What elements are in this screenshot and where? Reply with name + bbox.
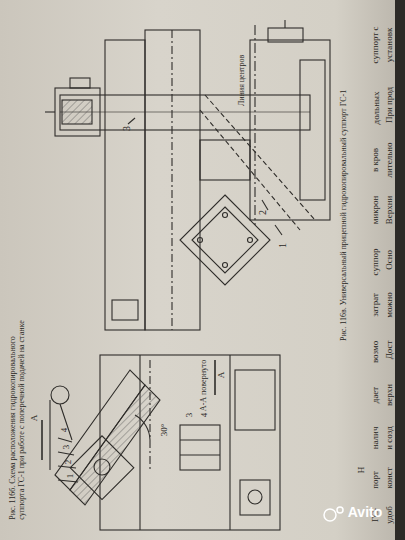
book-page — [0, 0, 395, 540]
drawing-rect — [105, 40, 145, 330]
drawing-rect — [62, 100, 92, 124]
drawing-line — [41, 420, 43, 460]
drawing-polygon — [180, 195, 270, 285]
page-text: дает — [371, 387, 381, 404]
drawing-line — [284, 20, 285, 28]
drawing-line — [275, 225, 282, 235]
drawing-line — [49, 400, 50, 470]
drawing-rect — [250, 40, 330, 220]
drawing-rect — [145, 30, 200, 330]
drawing-line — [171, 30, 172, 330]
page-text: налич — [371, 427, 381, 450]
drawing-line — [229, 355, 230, 530]
drawing-line — [214, 360, 216, 395]
drawing-circle — [223, 263, 228, 268]
page-text: конст — [385, 467, 395, 488]
drawing-line — [254, 25, 255, 225]
callout-number: 4 — [60, 428, 70, 433]
page-text: При прод — [385, 87, 395, 123]
drawing-line — [262, 200, 268, 210]
page-text: в кров — [371, 148, 381, 172]
drawing-rect — [300, 60, 325, 200]
drawing-rect — [60, 95, 310, 130]
page-text: можно — [385, 292, 395, 318]
drawing-rect — [112, 300, 138, 320]
page-text: микрон — [371, 196, 381, 225]
drawing-rect — [180, 425, 220, 470]
drawing-line — [60, 404, 72, 440]
page-text: удоб — [385, 506, 395, 524]
drawing-rect — [200, 140, 250, 180]
page-text: Верхни — [385, 196, 395, 225]
callout-number: 1 — [277, 243, 288, 248]
page-text: порт — [371, 471, 381, 489]
drawing-line — [139, 355, 140, 530]
drawing-rect — [70, 436, 134, 500]
drawing-circle — [248, 490, 262, 504]
page-text: лительно — [385, 142, 395, 177]
callout-number: 3 — [62, 445, 72, 450]
drawing-circle — [324, 509, 336, 521]
drawing-line — [45, 111, 55, 112]
section-label: А-А повернуто — [201, 359, 210, 410]
drawing-circle — [198, 238, 203, 243]
drawing-circle — [337, 507, 343, 513]
drawing-g — [42, 20, 343, 530]
watermark: Avito — [348, 505, 382, 520]
section-mark: А — [217, 372, 227, 379]
drawing-circle — [51, 386, 69, 404]
drawing-path — [135, 415, 150, 440]
page-text: суппор — [371, 248, 381, 275]
drawing-rect — [70, 78, 90, 88]
page-text: затрат — [371, 293, 381, 317]
centre-line-label: Линия центров — [239, 54, 248, 105]
drawing-circle — [94, 459, 110, 475]
drawing-polygon — [192, 207, 258, 273]
drawing-line — [205, 95, 315, 220]
section-mark: А — [30, 415, 40, 422]
page-text: дольных — [371, 92, 381, 125]
drawing-line — [180, 439, 220, 440]
drawing-rect — [235, 370, 275, 430]
page-text: возмо — [371, 341, 381, 363]
drawing-line — [149, 360, 150, 470]
drawing-rect — [268, 28, 303, 42]
callout-number: 3 — [121, 126, 132, 131]
drawing-line — [60, 112, 310, 113]
page-text: Осно — [385, 250, 395, 270]
page-text: Дост — [385, 341, 395, 360]
figure-caption: Рис. 116в. Универсальный прицепной гидро… — [341, 89, 350, 340]
drawing-line — [58, 438, 72, 442]
callout-number: 2 — [257, 210, 268, 215]
page-text: Н — [357, 467, 367, 474]
page-text: установк — [385, 28, 395, 62]
callout-number: 4 — [200, 413, 210, 418]
drawing-line — [128, 118, 135, 124]
drawing-line — [58, 452, 74, 455]
angle-label: 30° — [160, 424, 170, 437]
page-text: суппорт с — [371, 26, 381, 63]
callout-number: 3 — [185, 413, 195, 418]
drawing-circle — [223, 213, 228, 218]
drawing-line — [180, 454, 220, 455]
drawing-polygon — [70, 385, 160, 505]
drawing-line — [58, 480, 78, 482]
drawing-line — [200, 110, 300, 230]
drawing-line — [58, 466, 76, 468]
drawing-circle — [248, 238, 253, 243]
drawing-rect — [55, 88, 100, 136]
page-text: и созд — [385, 426, 395, 450]
page-text: верхн — [385, 384, 395, 406]
figure-caption: Рис. 116б. Схема расположения гидрокопир… — [9, 320, 27, 520]
callout-number: 2 — [64, 460, 74, 465]
callout-number: 1 — [66, 474, 76, 479]
drawing-rect — [240, 480, 270, 515]
